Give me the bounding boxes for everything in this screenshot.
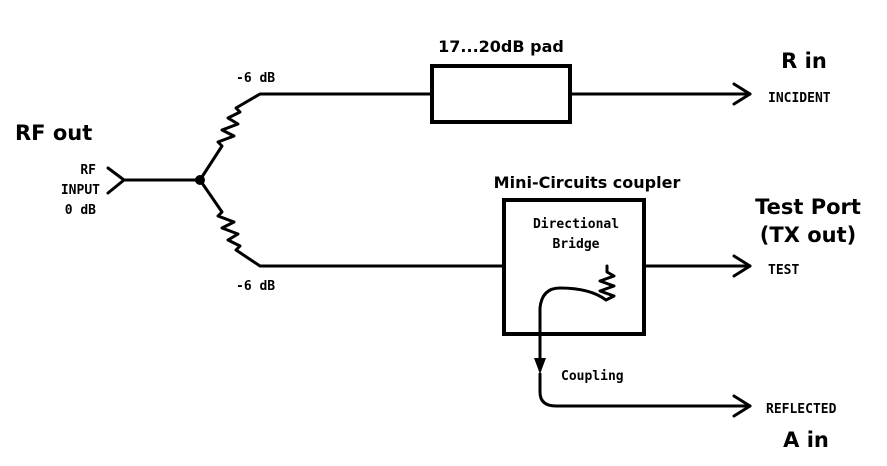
input-chevron	[106, 166, 126, 195]
incident-label: INCIDENT	[768, 91, 831, 106]
test-arrow-icon	[732, 254, 752, 278]
r-in-label: R in	[781, 49, 827, 73]
rf-input-label-3: 0 dB	[65, 203, 96, 218]
coupling-label: Coupling	[561, 369, 624, 384]
coupling-resistor	[538, 264, 616, 372]
rf-input-label-1: RF	[80, 163, 96, 178]
upper-resistor-branch	[198, 92, 434, 182]
test-port-label-1: Test Port	[755, 195, 861, 219]
rf-out-label: RF out	[15, 121, 92, 145]
reflected-label: REFLECTED	[766, 402, 837, 417]
coupler-title: Mini-Circuits coupler	[494, 173, 681, 192]
lower-resistor-branch	[198, 178, 752, 268]
reflected-arrow-icon	[732, 394, 752, 418]
test-label: TEST	[768, 263, 799, 278]
upper-attenuation-label: -6 dB	[236, 71, 275, 86]
test-port-label-2: (TX out)	[760, 223, 856, 247]
bridge-label-1: Directional	[533, 217, 619, 232]
lower-attenuation-label: -6 dB	[236, 279, 275, 294]
reflected-wire	[538, 372, 752, 408]
a-in-label: A in	[783, 428, 829, 452]
incident-arrow-icon	[732, 82, 752, 106]
rf-input-label-2: INPUT	[61, 183, 100, 198]
coupling-arrow-icon	[534, 358, 546, 374]
bridge-label-2: Bridge	[553, 237, 600, 252]
pad-box	[430, 64, 572, 124]
coupler-box	[502, 198, 646, 336]
pad-title: 17...20dB pad	[438, 37, 564, 56]
